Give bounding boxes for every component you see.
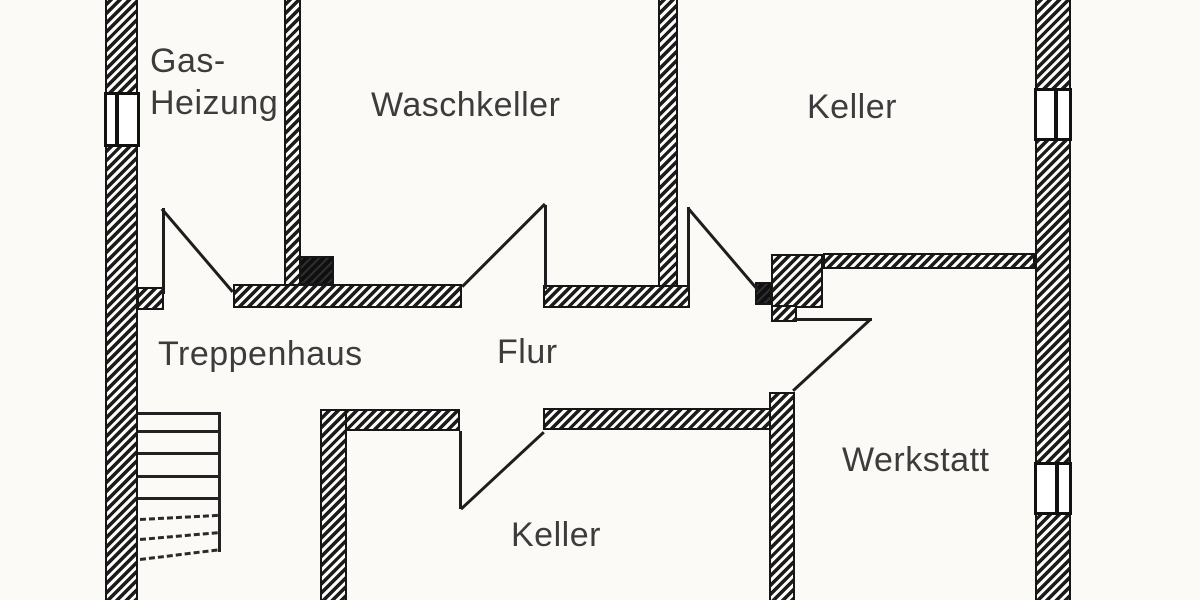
window-right-bottom-icon — [1034, 462, 1072, 515]
door-keller-top-leaf — [687, 207, 690, 289]
wall-corridor-north-b — [543, 285, 690, 308]
door-waschkeller-swing — [461, 202, 546, 288]
wall-l-block — [771, 254, 823, 308]
stair-tread — [138, 430, 221, 433]
stair-tread — [138, 452, 221, 455]
stair-tread — [138, 497, 221, 500]
room-label-keller-top: Keller — [807, 88, 897, 126]
room-label-waschkeller: Waschkeller — [371, 86, 561, 124]
room-label-flur: Flur — [497, 333, 558, 371]
wall-corridor-north-a — [233, 284, 462, 308]
wall-l-block-stub — [771, 305, 797, 322]
door-keller-top-swing — [686, 207, 760, 292]
door-gasheizung-swing — [160, 208, 234, 293]
stairs-icon — [138, 412, 221, 565]
room-label-treppenhaus: Treppenhaus — [158, 335, 363, 373]
wall-bottomkeller-left — [320, 409, 347, 600]
stair-tread — [138, 412, 221, 415]
door-werkstatt-swing — [792, 317, 872, 392]
stair-tread-dashed — [139, 513, 218, 521]
door-keller-bottom-swing — [460, 431, 545, 511]
room-label-werkstatt: Werkstatt — [842, 441, 990, 479]
room-label-keller-bottom: Keller — [511, 516, 601, 554]
door-waschkeller-leaf — [544, 205, 547, 289]
stair-tread-dashed — [139, 531, 218, 541]
stair-tread — [138, 475, 221, 478]
window-mullion — [115, 95, 119, 144]
door-werkstatt-leaf — [794, 318, 872, 321]
wall-keller-werkstatt-divider — [823, 253, 1035, 269]
door-gasheizung-leaf — [162, 208, 165, 294]
window-right-top-icon — [1034, 88, 1072, 141]
window-left-icon — [104, 92, 140, 147]
wall-stub-left — [137, 287, 164, 310]
wall-werkstatt-left — [769, 392, 795, 600]
window-mullion — [1054, 91, 1058, 138]
door-keller-bottom-leaf — [459, 431, 462, 509]
stair-tread-dashed — [139, 548, 218, 561]
window-mullion — [1055, 465, 1059, 512]
stair-right-edge — [218, 412, 221, 552]
room-label-gas-heizung: Gas- Heizung — [150, 42, 279, 122]
